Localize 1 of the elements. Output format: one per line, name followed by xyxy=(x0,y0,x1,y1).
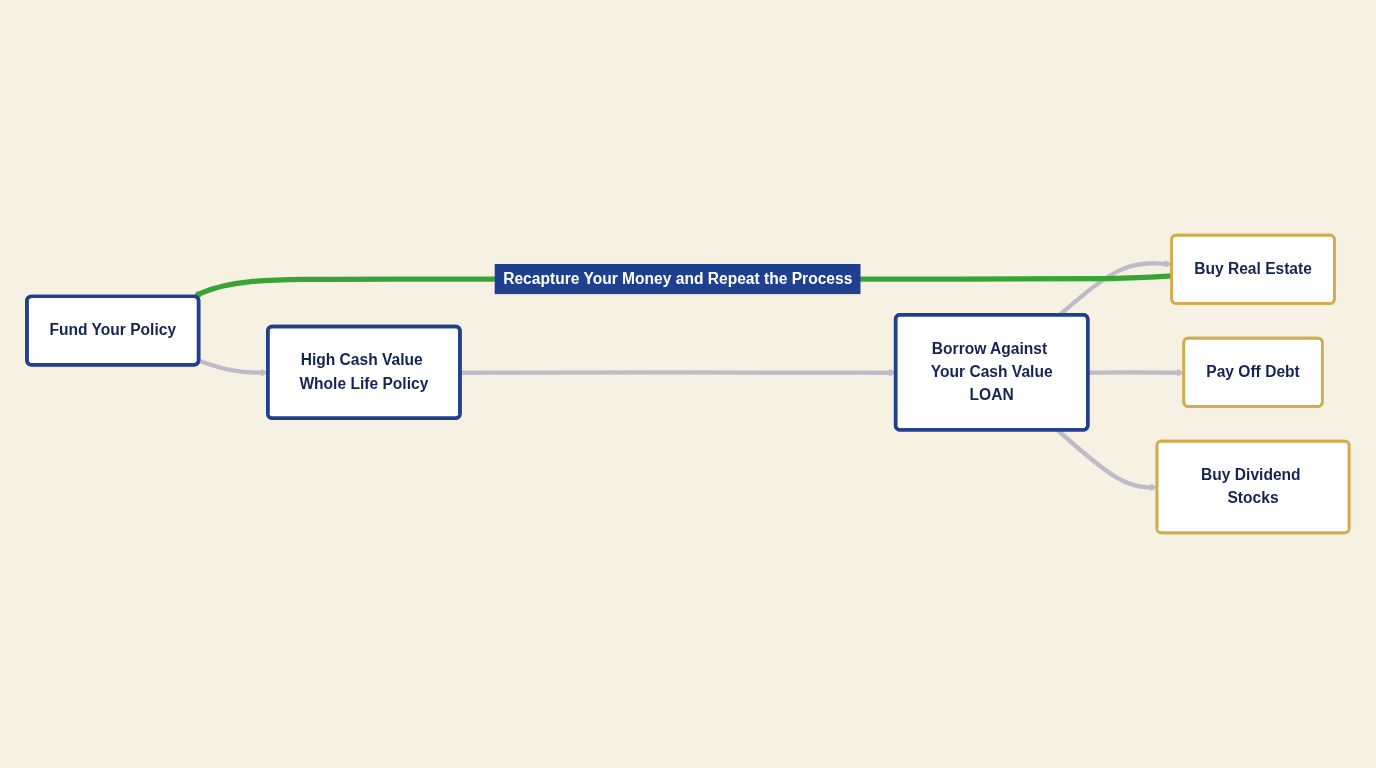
edge-label: Recapture Your Money and Repeat the Process xyxy=(503,269,853,288)
